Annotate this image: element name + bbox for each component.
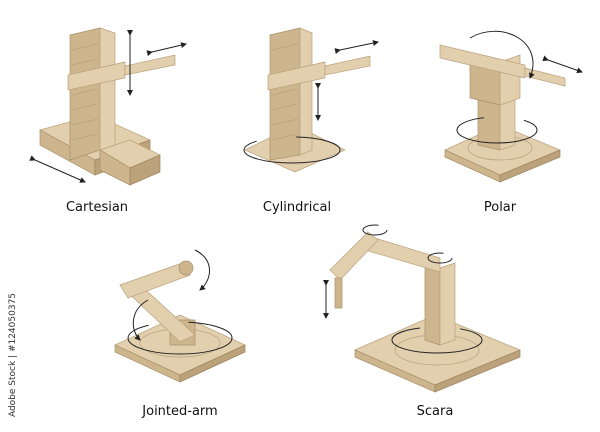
label-scara: Scara xyxy=(416,404,454,419)
label-polar: Polar xyxy=(483,200,517,215)
polar-robot xyxy=(439,30,583,183)
scara-robot xyxy=(323,224,521,393)
label-cartesian: Cartesian xyxy=(65,200,129,215)
cylindrical-robot xyxy=(243,27,379,173)
watermark-text: Adobe Stock | #124050375 xyxy=(8,292,18,418)
label-cylindrical: Cylindrical xyxy=(262,200,332,215)
jointed-arm-robot xyxy=(114,249,246,383)
label-jointed-arm: Jointed-arm xyxy=(142,404,218,419)
cartesian-robot xyxy=(29,27,187,186)
